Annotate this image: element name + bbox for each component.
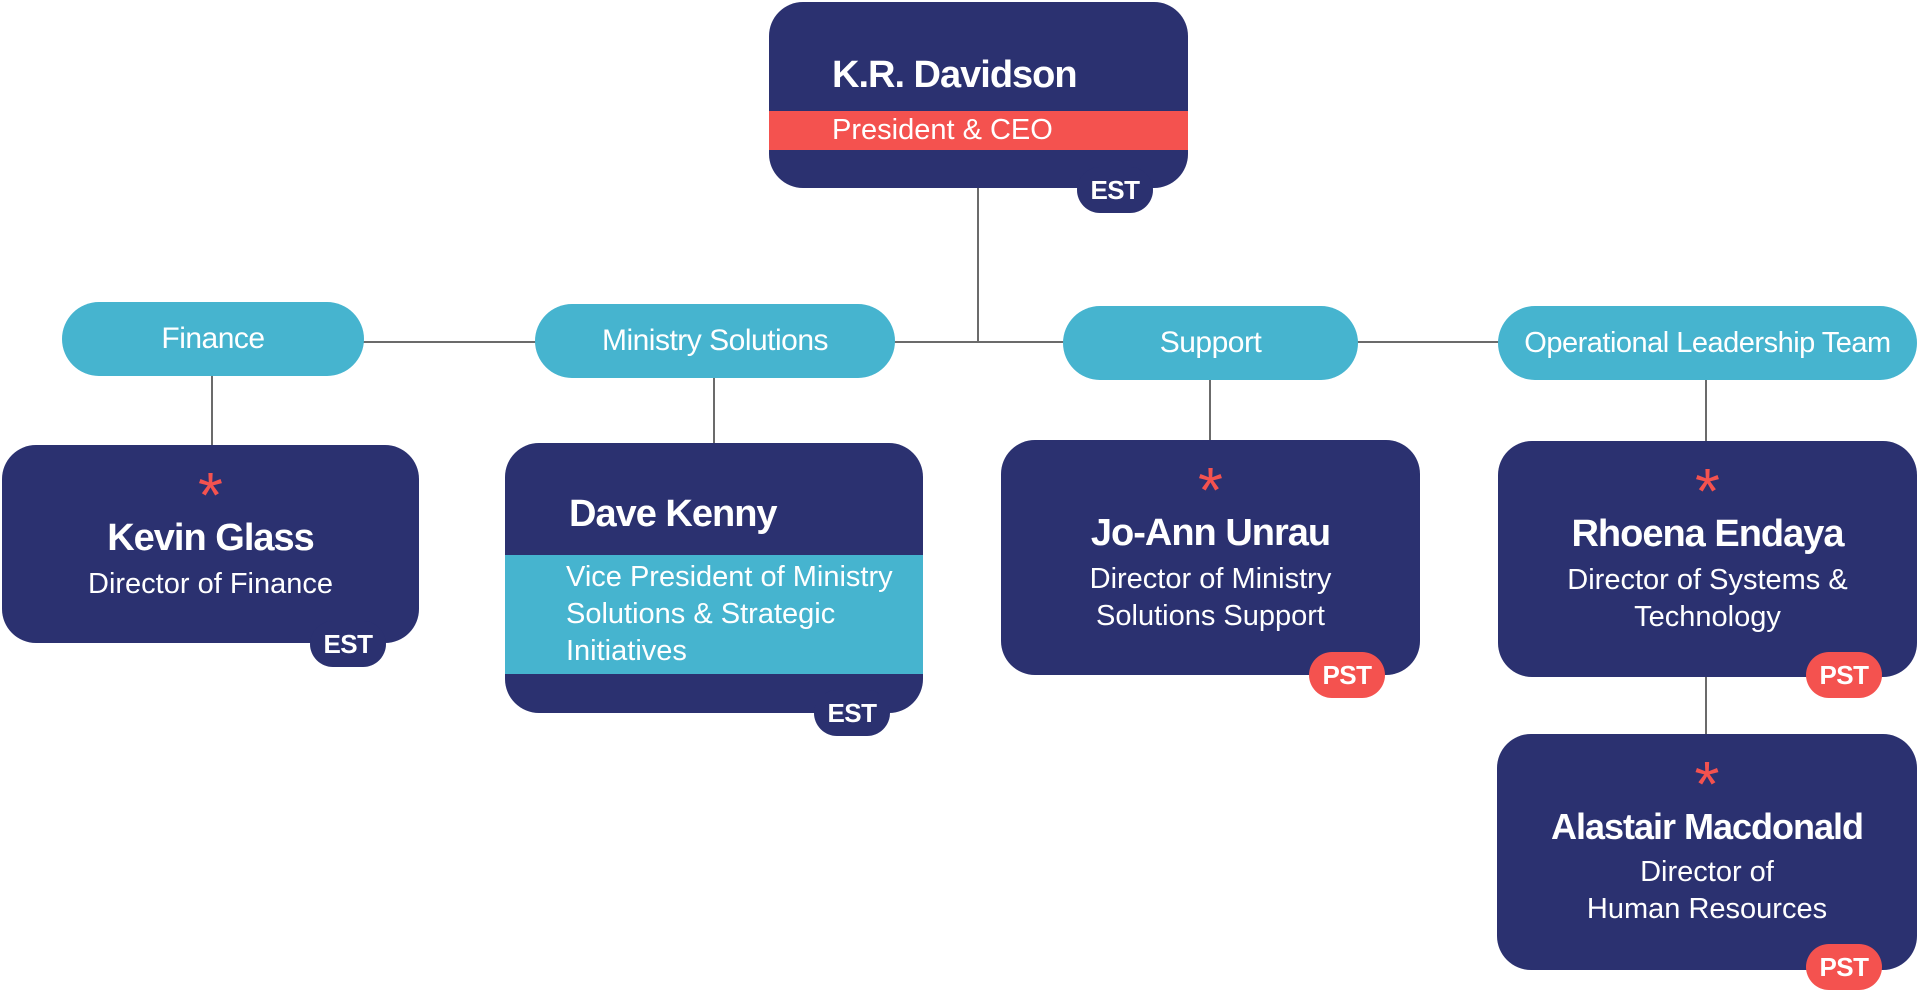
person-title-line-2: Solutions & Strategic bbox=[566, 598, 836, 630]
title-band: Vice President of Ministry Solutions & S… bbox=[505, 555, 923, 674]
timezone-badge: EST bbox=[814, 690, 890, 736]
timezone-badge: EST bbox=[310, 621, 386, 667]
dept-ministry-solutions[interactable]: Ministry Solutions bbox=[535, 304, 895, 378]
dept-support[interactable]: Support bbox=[1063, 306, 1358, 380]
person-title-line-1: Vice President of Ministry bbox=[566, 561, 893, 593]
person-title-line-3: Initiatives bbox=[566, 635, 687, 667]
ceo-name: K.R. Davidson bbox=[832, 54, 1078, 96]
person-name: Dave Kenny bbox=[569, 493, 778, 535]
person-name: Alastair Macdonald bbox=[1550, 806, 1864, 847]
person-title-line-2: Solutions Support bbox=[1096, 600, 1325, 632]
ceo-timezone-badge: EST bbox=[1077, 167, 1153, 213]
person-title-line-2: Human Resources bbox=[1586, 893, 1828, 925]
person-card-dave-kenny: Dave Kenny Vice President of Ministry So… bbox=[505, 443, 923, 736]
person-card-alastair-macdonald: * Alastair Macdonald Director of Human R… bbox=[1497, 734, 1917, 990]
timezone-badge: PST bbox=[1806, 944, 1882, 990]
timezone-badge: PST bbox=[1309, 652, 1385, 698]
person-title-line-2: Technology bbox=[1634, 601, 1781, 633]
person-name: Rhoena Endaya bbox=[1571, 513, 1844, 555]
asterisk-icon: * bbox=[198, 459, 223, 531]
asterisk-icon: * bbox=[1694, 748, 1720, 820]
dept-finance[interactable]: Finance bbox=[62, 302, 364, 376]
person-name: Jo-Ann Unrau bbox=[1090, 512, 1331, 554]
ceo-card: K.R. Davidson President & CEO EST bbox=[769, 2, 1188, 213]
person-card-kevin-glass: * Kevin Glass Director of Finance EST bbox=[2, 445, 419, 667]
person-title-line-1: Director of Systems & bbox=[1567, 564, 1848, 596]
timezone-badge: PST bbox=[1806, 652, 1882, 698]
asterisk-icon: * bbox=[1198, 454, 1223, 526]
person-title-line-1: Director of bbox=[1640, 856, 1774, 888]
person-title-line-1: Director of Ministry bbox=[1089, 563, 1332, 595]
person-card-rhoena-endaya: * Rhoena Endaya Director of Systems & Te… bbox=[1498, 441, 1917, 698]
ceo-title-band bbox=[769, 111, 1188, 150]
asterisk-icon: * bbox=[1695, 455, 1720, 527]
dept-operational-leadership-team[interactable]: Operational Leadership Team bbox=[1498, 306, 1917, 380]
ceo-title: President & CEO bbox=[832, 114, 1053, 146]
person-card-joann-unrau: * Jo-Ann Unrau Director of Ministry Solu… bbox=[1001, 440, 1420, 698]
person-name: Kevin Glass bbox=[107, 517, 315, 559]
person-title: Director of Finance bbox=[88, 568, 333, 600]
